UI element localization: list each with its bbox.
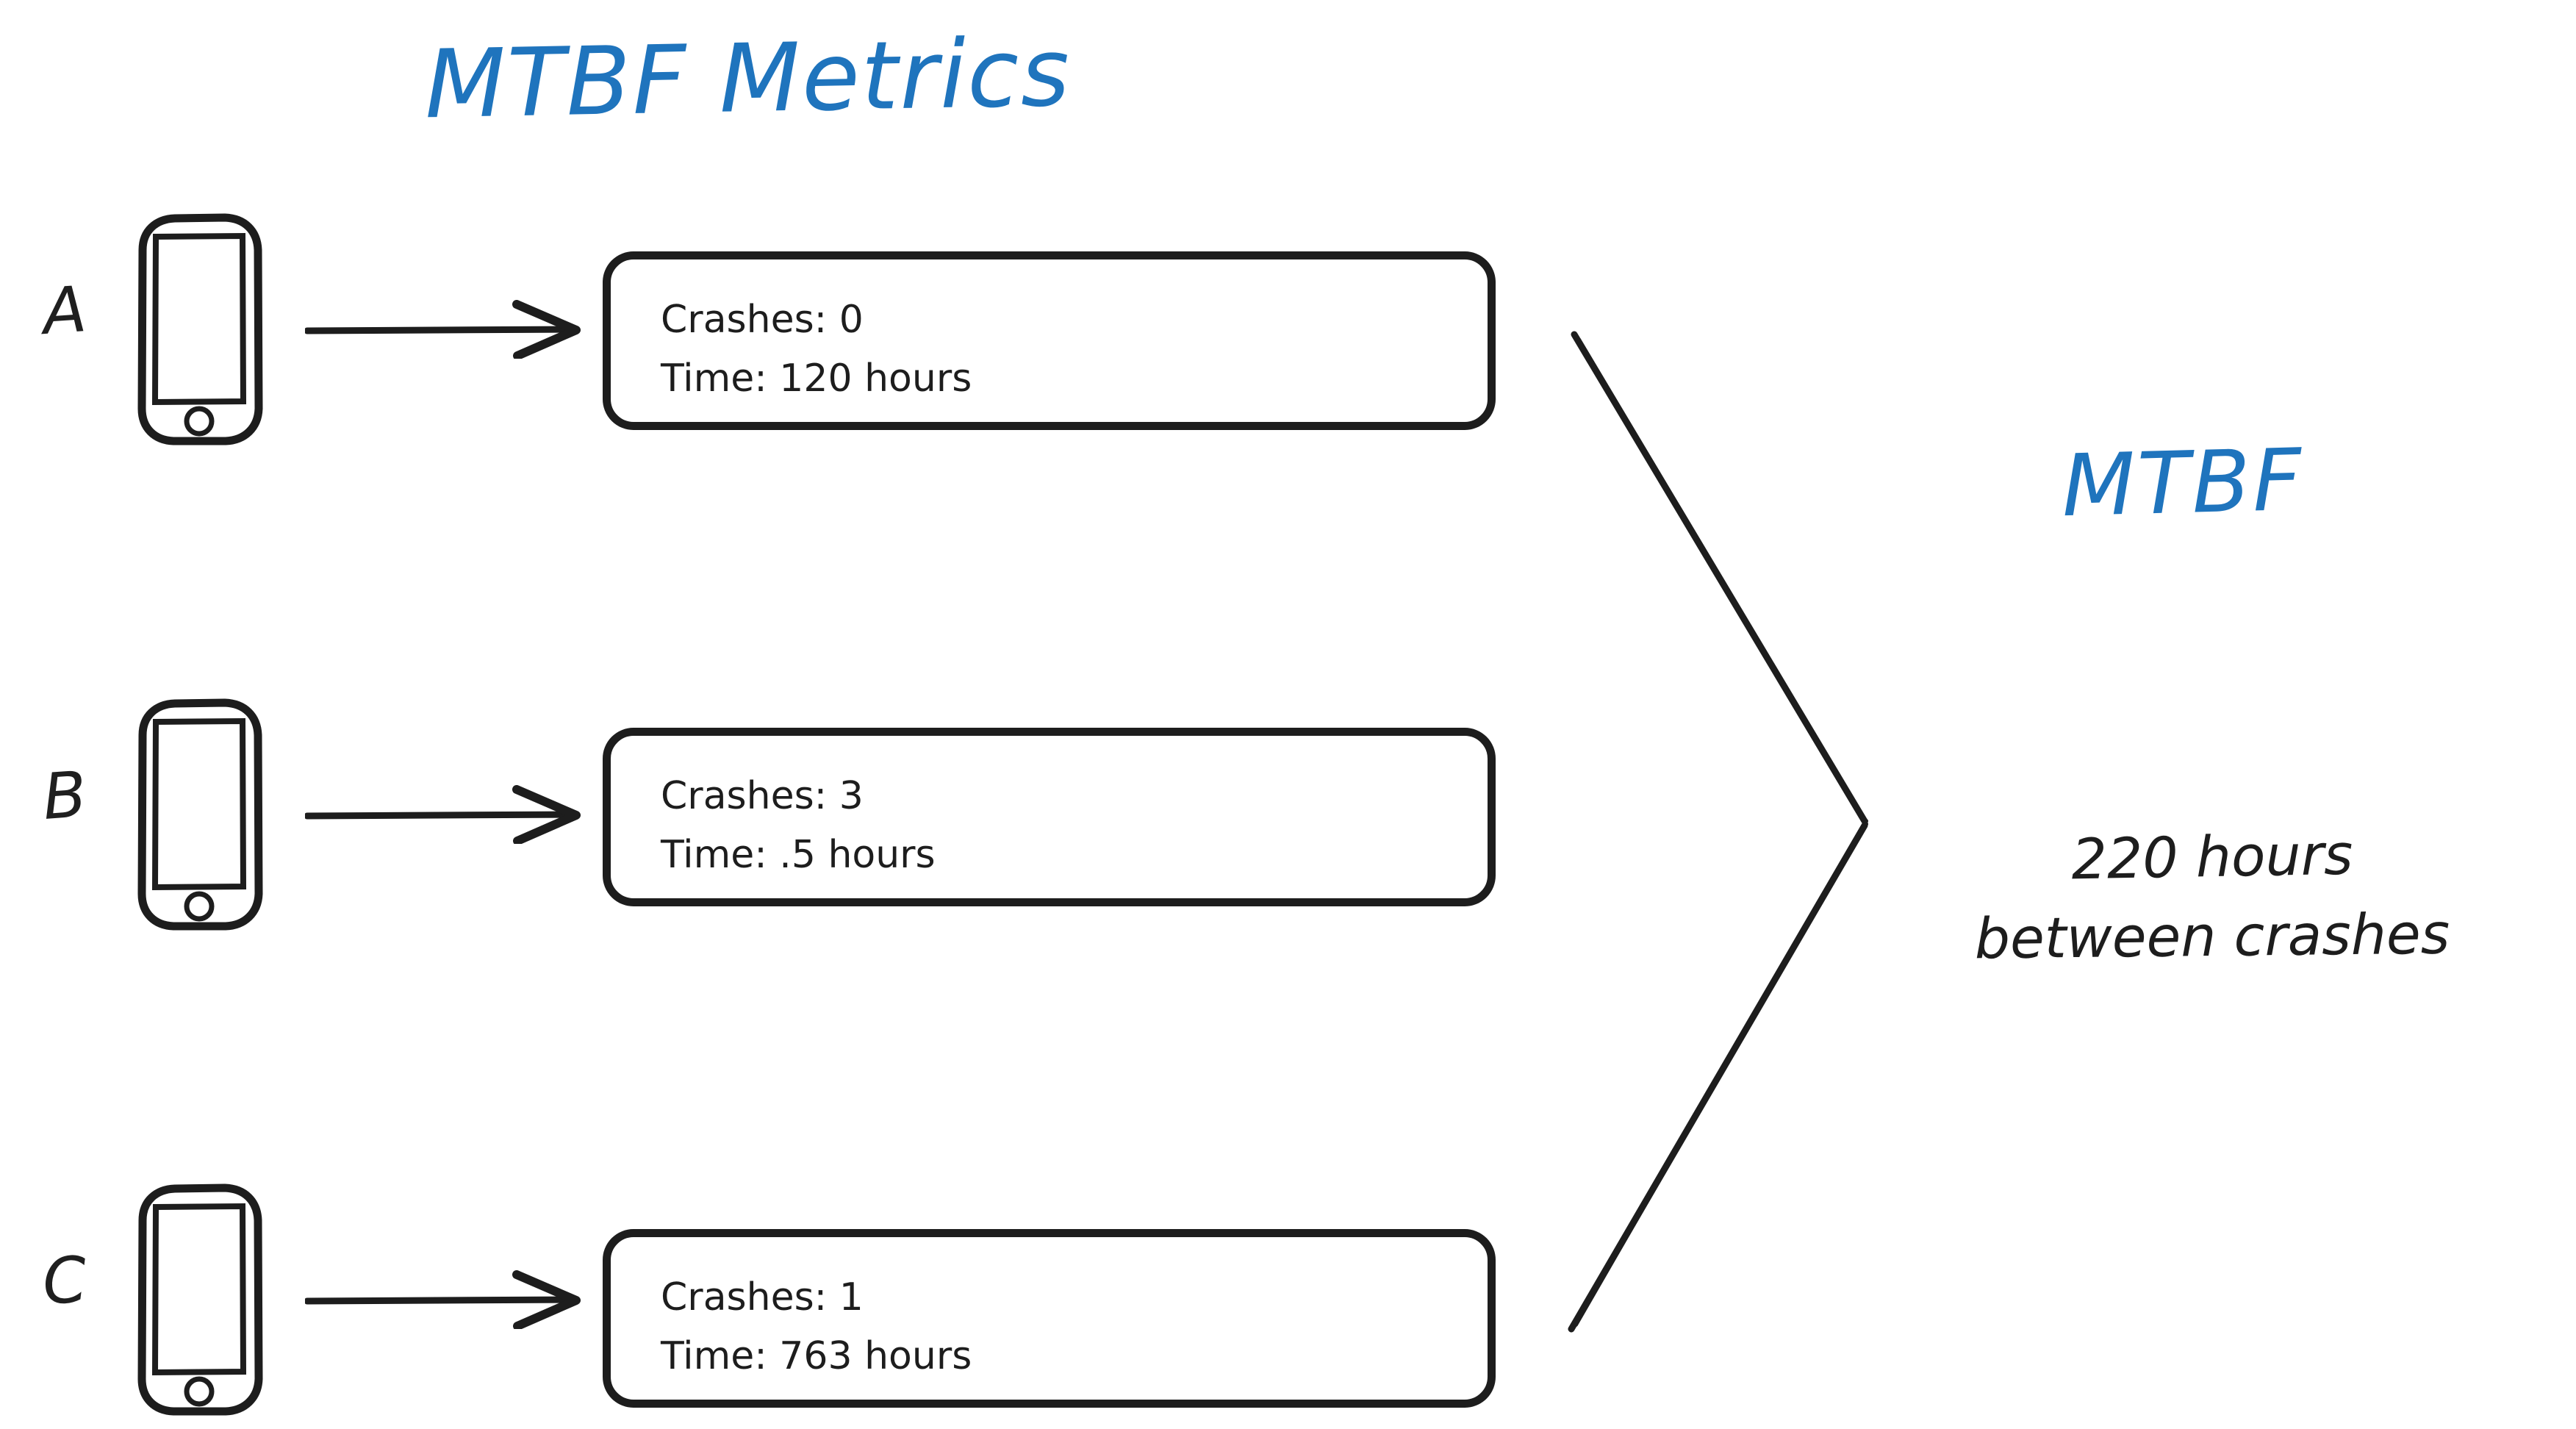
device-row-b: B: [0, 691, 1543, 934]
arrow-right-icon: [304, 300, 581, 360]
crashes-value-c: Crashes: 1: [661, 1275, 864, 1319]
device-label-a: A: [40, 273, 89, 349]
time-value-a: Time: 120 hours: [661, 357, 972, 401]
metric-card-b-text: Crashes: 3 Time: .5 hours: [661, 767, 1473, 884]
funnel-converge-lines: [1536, 294, 1918, 1367]
device-label-c: C: [40, 1243, 90, 1319]
crashes-value-b: Crashes: 3: [661, 774, 864, 818]
device-row-a: A: [0, 206, 1543, 448]
mtbf-description: between crashes: [1974, 900, 2450, 972]
time-value-c: Time: 763 hours: [661, 1334, 972, 1378]
mtbf-result: 220 hours between crashes: [1867, 817, 2558, 976]
device-label-b: B: [40, 758, 89, 834]
metric-card-a-text: Crashes: 0 Time: 120 hours: [661, 290, 1473, 408]
metric-card-c-text: Crashes: 1 Time: 763 hours: [661, 1268, 1473, 1386]
mtbf-value: 220 hours: [2070, 821, 2354, 892]
page-title: MTBF Metrics: [423, 18, 1072, 140]
time-value-b: Time: .5 hours: [661, 833, 936, 877]
crashes-value-a: Crashes: 0: [661, 298, 864, 342]
metric-card-b: Crashes: 3 Time: .5 hours: [603, 728, 1496, 906]
mtbf-heading: MTBF: [2060, 430, 2306, 537]
metric-card-c: Crashes: 1 Time: 763 hours: [603, 1229, 1496, 1408]
arrow-right-icon: [304, 1270, 581, 1330]
arrow-right-icon: [304, 785, 581, 845]
device-row-c: C: [0, 1176, 1543, 1419]
smartphone-icon: [131, 212, 268, 447]
smartphone-icon: [131, 697, 268, 932]
smartphone-icon: [131, 1182, 268, 1417]
metric-card-a: Crashes: 0 Time: 120 hours: [603, 251, 1496, 430]
